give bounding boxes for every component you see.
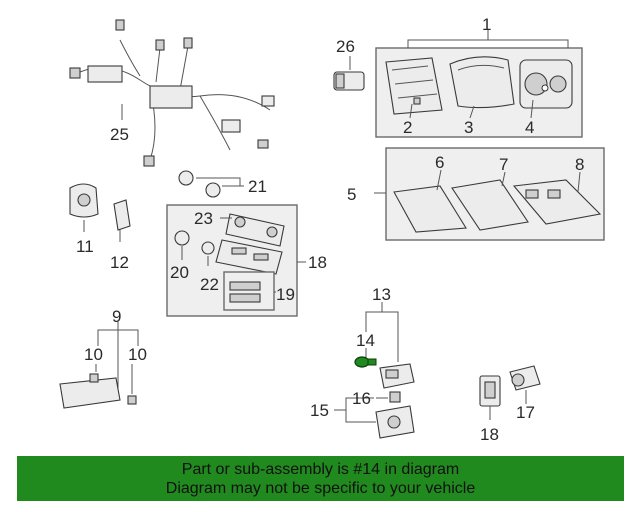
- callout-3: 3: [464, 118, 473, 137]
- callout-12: 12: [110, 253, 129, 272]
- callout-2: 2: [403, 118, 412, 137]
- leader-15: [334, 397, 376, 423]
- leader-2: [409, 103, 413, 119]
- bulb-14-highlight: [354, 356, 370, 368]
- bulb-23: 21: [178, 170, 267, 198]
- callout-25: 26: [336, 37, 355, 56]
- outlet-18: 18 18: [479, 375, 501, 444]
- cover-panel-8: [512, 179, 602, 225]
- footer-line-part-info: Part or sub-assembly is #14 in diagram: [181, 461, 460, 478]
- cover-group: 5 6 7 8: [347, 147, 605, 241]
- screw-2: [413, 97, 421, 105]
- callout-16: 16: [352, 389, 371, 408]
- callout-4: 4: [525, 118, 534, 137]
- switch-25: 26: [333, 37, 365, 91]
- callout-1: 1: [482, 15, 491, 34]
- vent-group-9: 9 10 10: [59, 307, 147, 409]
- socket-17: 17: [509, 365, 541, 422]
- bulb-16: [389, 391, 401, 403]
- callout-13: 13: [372, 285, 391, 304]
- callout-5: 5: [347, 185, 356, 204]
- harness-connector: [87, 65, 123, 83]
- screw-10-left: [89, 373, 99, 383]
- switch-group-13: 13 14: [354, 285, 415, 389]
- callout-20: 19: [276, 285, 295, 304]
- leader-8: [577, 171, 581, 193]
- callout-6: 6: [435, 153, 444, 172]
- callout-7: 7: [499, 155, 508, 174]
- gauge-group: 1 2 3 4: [375, 15, 583, 138]
- climate-control-group: 23 20 22 19 18: [166, 204, 327, 317]
- control-unit-24: [225, 213, 285, 247]
- exploded-parts-diagram: 1 2 3 4 5 6 7 8 26: [59, 15, 605, 444]
- clip-12: 12: [110, 199, 131, 272]
- button-set-20: [223, 271, 276, 311]
- callout-11: 11: [76, 237, 94, 256]
- gauge-cluster: [519, 59, 573, 109]
- callout-19: 18: [308, 253, 327, 272]
- knob-22: [201, 241, 215, 266]
- callout-26: 25: [110, 125, 129, 144]
- callout-24: 23: [194, 209, 213, 228]
- callout-18-label: 18: [480, 425, 499, 444]
- leader-7: [501, 171, 506, 187]
- cover-panel-6: [393, 185, 467, 233]
- callout-23: 21: [248, 177, 267, 196]
- callout-10-right: 10: [128, 345, 147, 364]
- diagram-footer-banner: Part or sub-assembly is #14 in diagram D…: [17, 456, 624, 501]
- cover-panel-7: [451, 179, 529, 231]
- leader-4: [530, 99, 534, 119]
- leader-13: [365, 302, 399, 362]
- cluster-hood: [449, 56, 515, 109]
- sensor-11: 11: [69, 183, 99, 256]
- callout-9: 9: [112, 307, 121, 326]
- control-panel-22: [215, 239, 283, 275]
- callout-14: 14: [356, 331, 375, 350]
- wire-harness: 25: [69, 19, 275, 167]
- callout-21: 20: [170, 263, 189, 282]
- screw-10-right: [127, 395, 137, 405]
- callout-22: 22: [200, 275, 219, 294]
- leader-3: [469, 105, 475, 119]
- footer-line-disclaimer: Diagram may not be specific to your vehi…: [165, 480, 476, 497]
- highlighted-bulb-14: [354, 348, 377, 368]
- callout-15: 15: [310, 401, 329, 420]
- cluster-lens: [385, 57, 443, 115]
- callout-17: 17: [516, 403, 535, 422]
- callout-10-left: 10: [84, 345, 103, 364]
- knob-21: [174, 230, 190, 260]
- switch-group-15: 15 16: [310, 389, 415, 439]
- leader-1: [407, 30, 569, 48]
- leader-6: [436, 169, 442, 191]
- callout-8: 8: [575, 155, 584, 174]
